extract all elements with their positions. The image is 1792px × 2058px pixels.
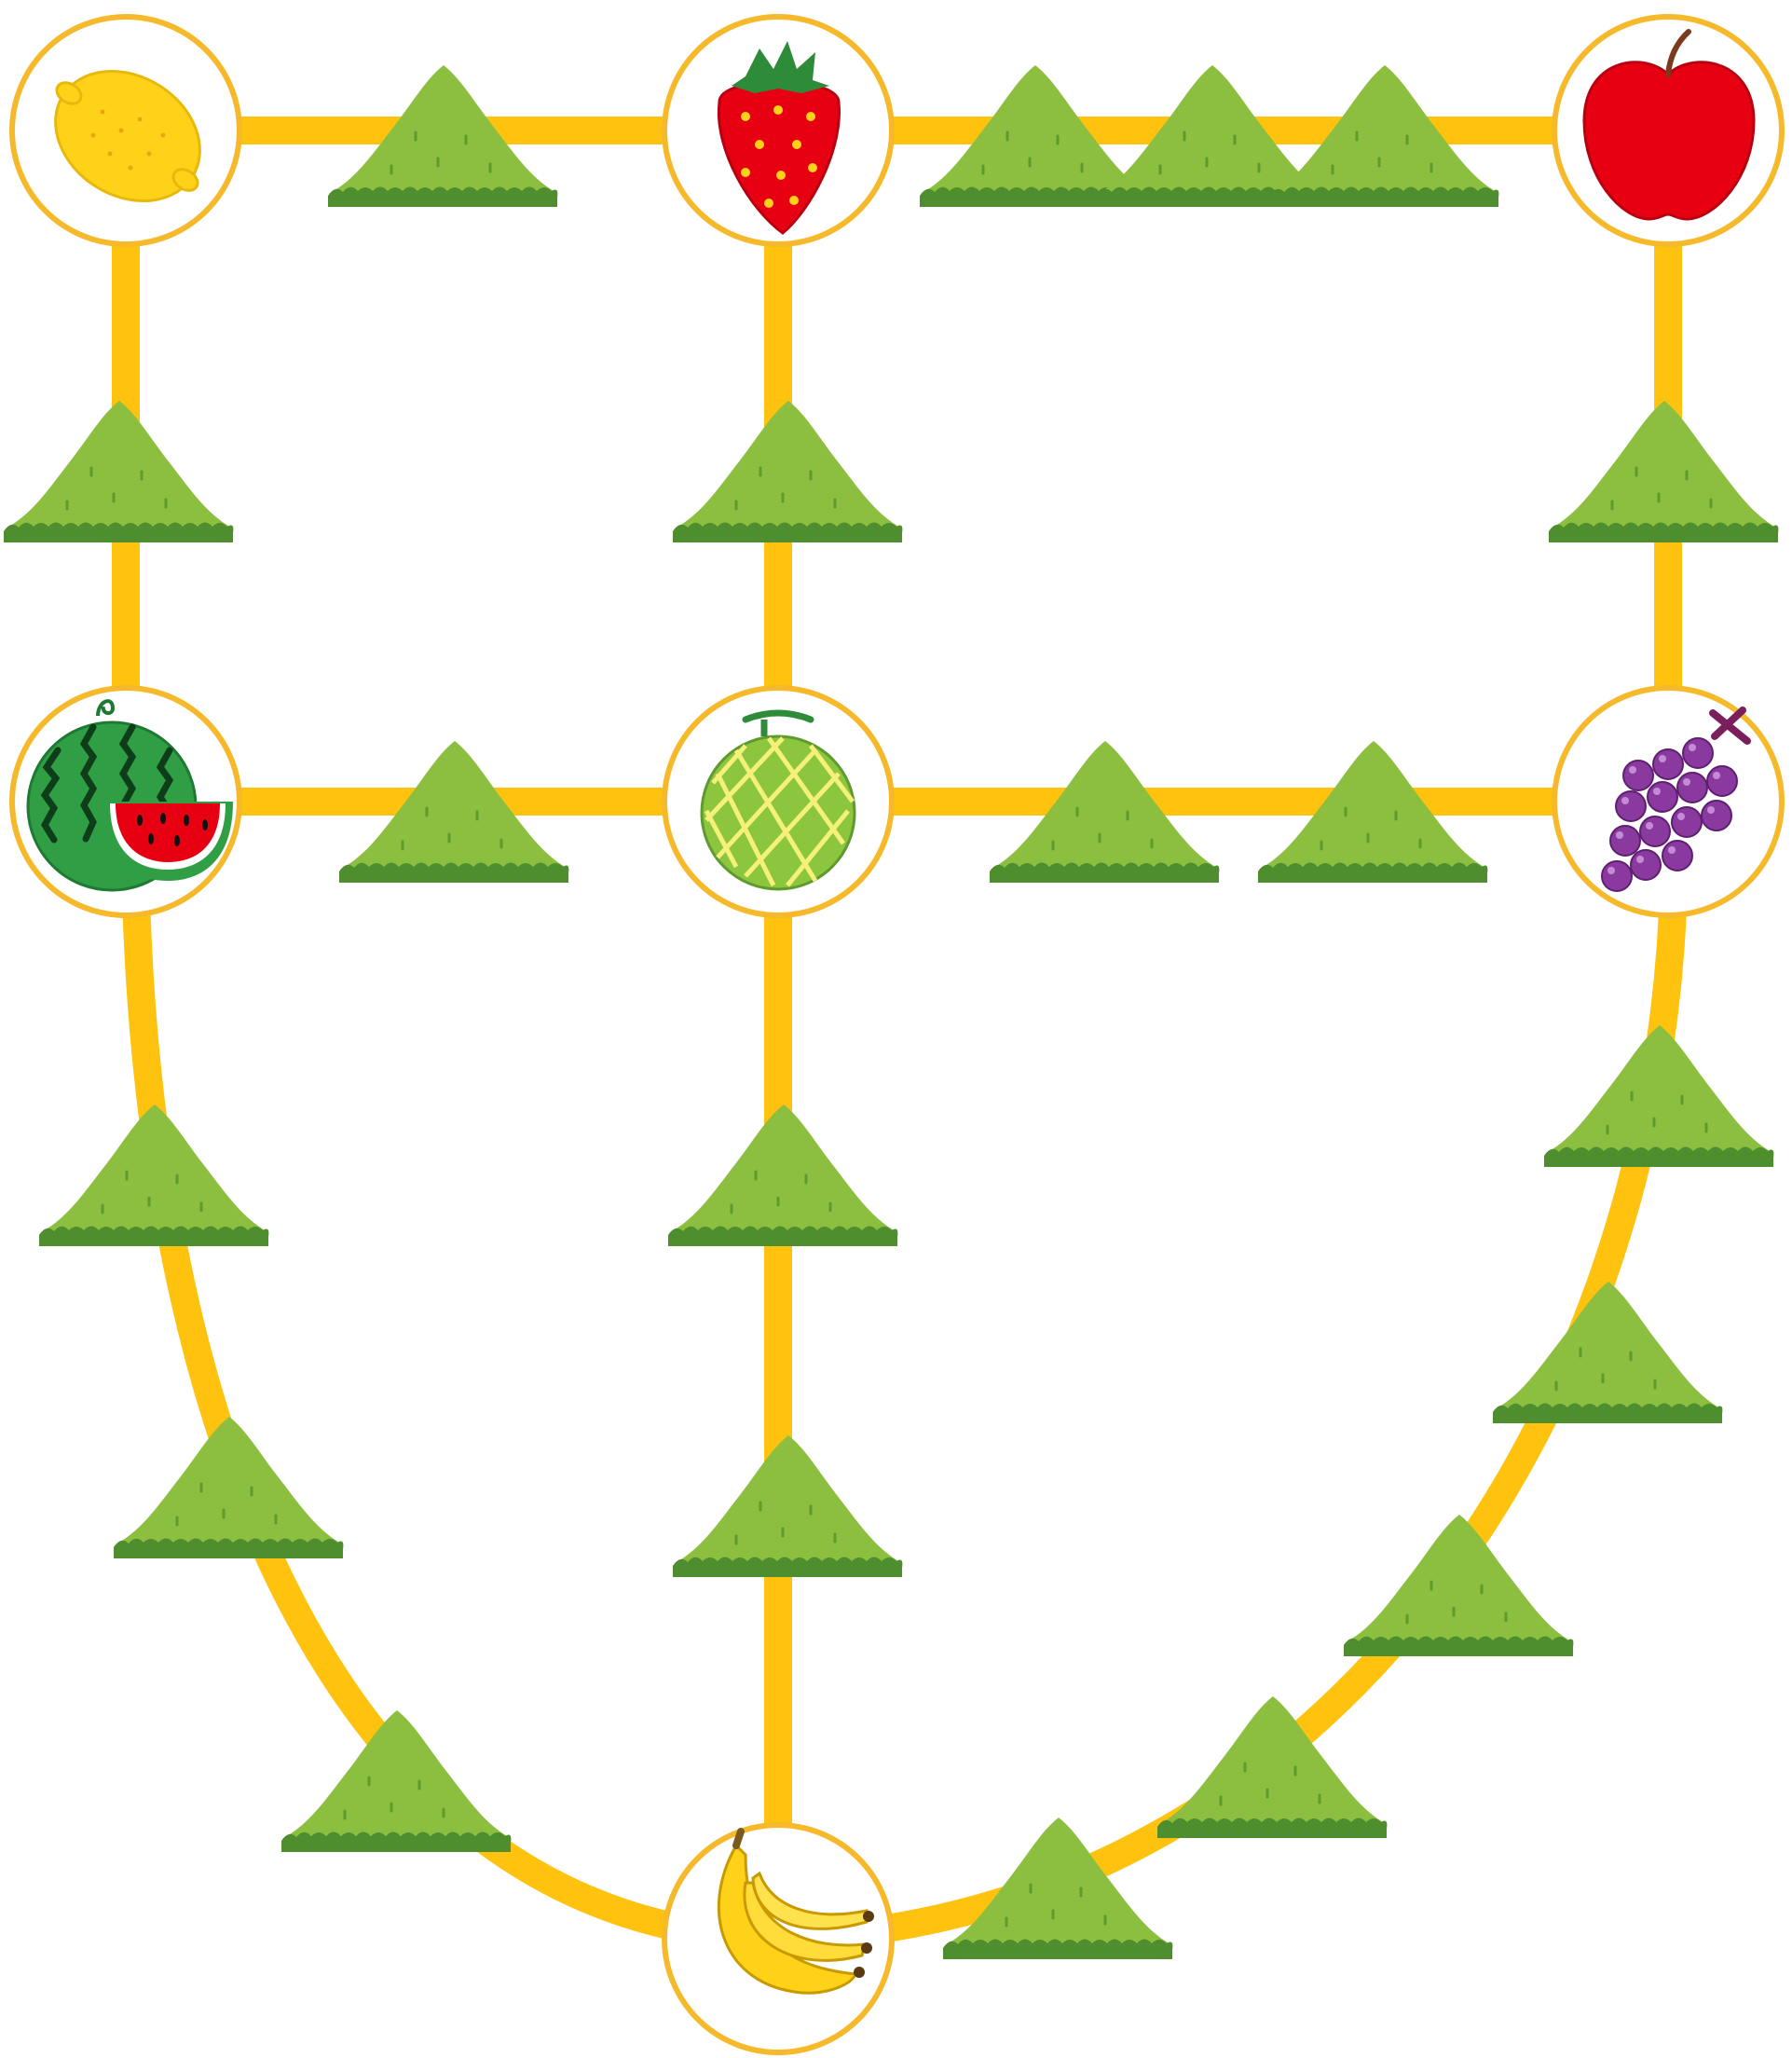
hill [671,1434,904,1579]
apple-icon [1582,29,1756,221]
hill [666,1103,899,1248]
node-melon[interactable] [662,685,895,918]
hill [1342,1513,1575,1658]
node-watermelon[interactable] [9,685,242,918]
hill [280,1708,513,1854]
hill [1547,399,1780,544]
node-strawberry[interactable] [662,14,895,247]
path-watermelon-banana [120,788,792,1953]
hill [112,1415,345,1560]
hill [2,399,235,544]
melon-icon [700,709,856,891]
node-apple[interactable] [1552,14,1785,247]
hill [37,1103,270,1248]
hill [671,399,904,544]
node-lemon[interactable] [9,14,242,247]
watermelon-icon [26,699,233,892]
hill [1491,1280,1724,1425]
hill-obstacles [2,63,1780,1961]
fruit-nodes [9,14,1785,2055]
path-network [112,117,1689,1953]
node-grapes[interactable] [1552,685,1785,918]
grapes-icon [1601,707,1751,892]
strawberry-icon [717,41,841,235]
banana-icon [717,1828,874,1995]
hill [1542,1023,1775,1169]
node-banana[interactable] [662,1822,895,2055]
hill [1156,1694,1388,1840]
lemon-icon [54,69,201,203]
